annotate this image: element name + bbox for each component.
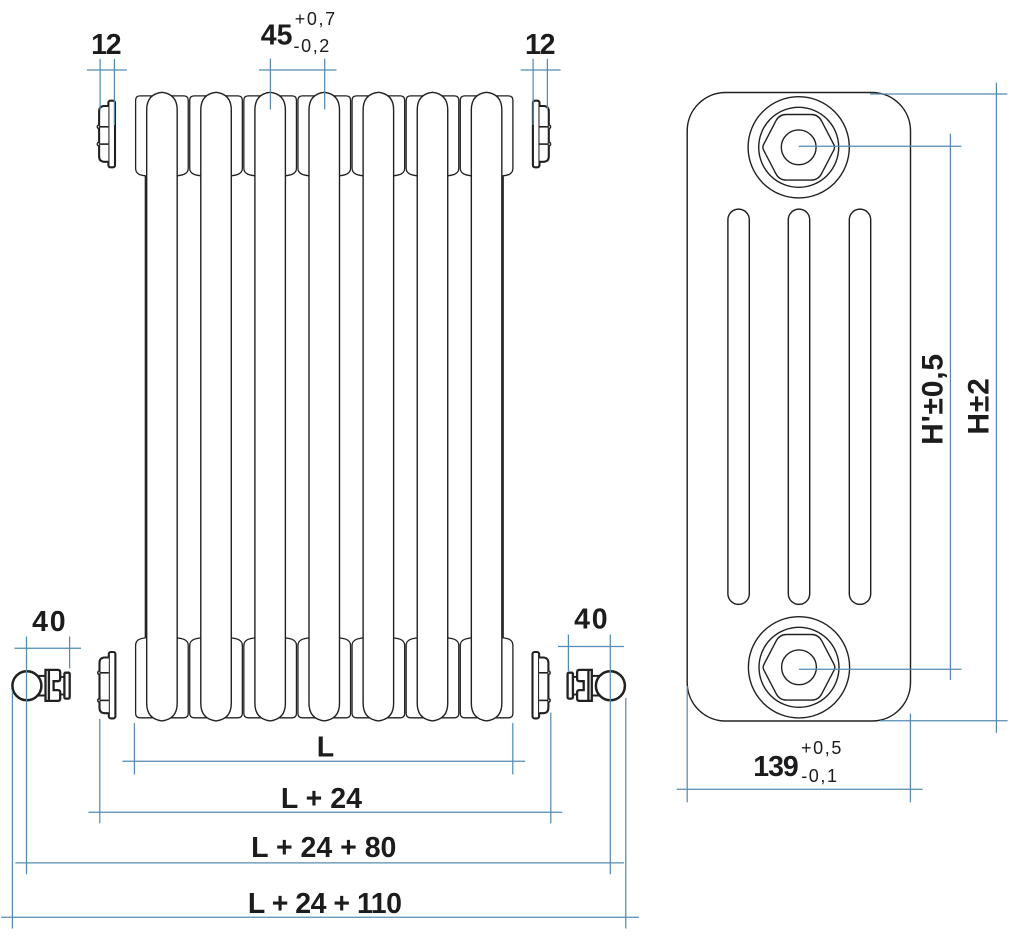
svg-text:H'±0,5: H'±0,5: [916, 353, 949, 445]
svg-text:L + 24: L + 24: [281, 783, 362, 815]
svg-text:H±2: H±2: [962, 377, 995, 434]
svg-text:L + 24 + 110: L + 24 + 110: [248, 888, 402, 920]
svg-text:12: 12: [525, 29, 555, 61]
svg-text:-0,2: -0,2: [294, 36, 331, 56]
svg-text:139: 139: [753, 751, 798, 783]
svg-text:45: 45: [261, 20, 293, 52]
svg-text:12: 12: [91, 29, 121, 61]
svg-text:40: 40: [32, 606, 67, 638]
svg-text:-0,1: -0,1: [801, 766, 838, 786]
svg-text:+0,5: +0,5: [801, 738, 843, 758]
svg-text:40: 40: [574, 604, 609, 636]
svg-text:L + 24 + 80: L + 24 + 80: [251, 832, 396, 864]
svg-text:L: L: [317, 731, 334, 763]
svg-text:+0,7: +0,7: [295, 9, 337, 29]
